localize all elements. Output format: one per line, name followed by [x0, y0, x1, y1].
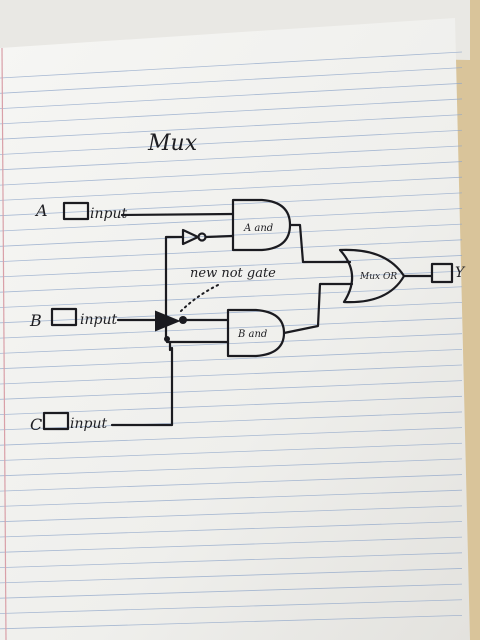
ruled-line [0, 505, 463, 523]
wire-a [120, 212, 235, 217]
output-y-box [430, 262, 454, 284]
ruled-line [0, 67, 463, 94]
ruled-line [0, 317, 463, 339]
wire-aand-to-or [288, 223, 352, 264]
input-c-box [42, 411, 70, 431]
mux-or-label: Mux OR [359, 272, 397, 282]
ruled-line [0, 615, 463, 630]
input-a-box [62, 201, 90, 221]
ruled-line [0, 583, 463, 599]
ruled-line [0, 161, 463, 186]
ruled-line [0, 442, 463, 461]
margin-line [1, 47, 7, 640]
ruled-line [0, 145, 463, 171]
ruled-line [0, 51, 463, 79]
ruled-line [0, 176, 463, 201]
ruled-line [0, 599, 463, 614]
input-b-label: input [80, 312, 117, 328]
ruled-line [0, 286, 463, 308]
input-b-box [50, 307, 78, 327]
ruled-line [0, 474, 463, 492]
ruled-line [0, 82, 463, 109]
ruled-line [0, 208, 463, 232]
b-and-label: B and [237, 329, 267, 340]
ruled-line [0, 348, 463, 370]
select-wire [164, 235, 185, 342]
ruled-line [0, 192, 463, 217]
ruled-line [0, 568, 463, 584]
ruled-line [0, 395, 463, 415]
input-b-letter: B [29, 311, 42, 330]
ruled-line [0, 411, 463, 431]
output-y-letter: Y [455, 265, 466, 281]
ruled-line [0, 427, 463, 446]
ruled-line [0, 552, 463, 568]
ruled-line [0, 364, 463, 385]
upper-not-gate [181, 228, 200, 246]
ruled-line [0, 270, 463, 293]
annotation-new-not-gate: new not gate [190, 266, 276, 281]
ruled-line [0, 129, 463, 155]
ruled-line [0, 239, 463, 262]
junction-dot [164, 336, 170, 342]
input-c-letter: C [30, 415, 42, 434]
input-c-label: input [70, 416, 107, 432]
ruled-line [0, 521, 463, 538]
ruled-line [0, 98, 463, 125]
input-a-label: input [90, 206, 127, 222]
wire-not-to-aand [204, 234, 235, 239]
diagram-title: Mux [147, 131, 198, 156]
ruled-line [0, 536, 463, 553]
ruled-line [0, 458, 463, 477]
ruled-line [0, 333, 463, 354]
ruled-line [0, 489, 463, 507]
wire-c [110, 346, 174, 427]
notebook-page [0, 18, 470, 640]
ruled-lines [0, 51, 463, 630]
annotation-arrow [179, 284, 219, 313]
ruled-line [0, 114, 463, 140]
mux-or-gate [338, 248, 406, 304]
input-a-letter: A [34, 201, 48, 220]
new-not-gate [155, 310, 181, 332]
a-and-label: A and [243, 223, 273, 234]
wire-band-to-or [282, 282, 354, 335]
ruled-line [0, 380, 463, 400]
new-not-bubble [179, 316, 187, 324]
